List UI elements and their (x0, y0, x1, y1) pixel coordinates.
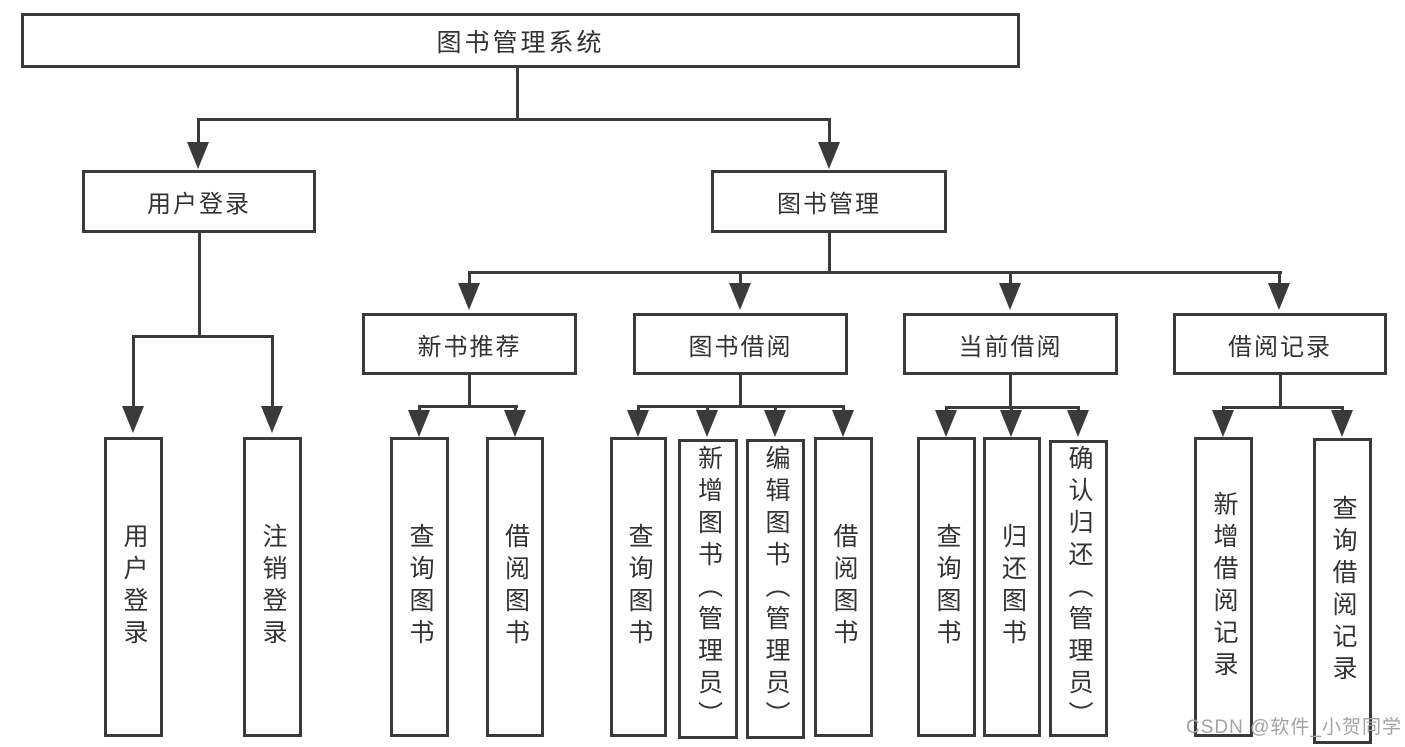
arrow-down-icon (1000, 410, 1022, 437)
connector-line (842, 405, 845, 413)
connector-line (637, 405, 845, 408)
csdn-watermark: CSDN @软件_小贺同学 (1186, 717, 1402, 738)
connector-line (271, 335, 274, 407)
arrow-down-icon (1331, 410, 1353, 437)
leaf-add-book-admin: 新增图书（管理员） (678, 439, 738, 739)
arrow-down-icon (122, 406, 144, 433)
connector-line (1341, 406, 1344, 413)
connector-line (1279, 375, 1282, 409)
leaf-query-borrow-record: 查询借阅记录 (1313, 438, 1372, 744)
connector-line (828, 118, 831, 144)
node-label: 查询借阅记录 (1329, 495, 1357, 687)
leaf-return-book: 归还图书 (983, 437, 1041, 737)
arrow-down-icon (935, 410, 957, 437)
connector-line (1222, 406, 1344, 409)
node-label: 借阅图书 (830, 523, 858, 651)
arrow-down-icon (408, 410, 430, 437)
connector-line (774, 405, 777, 413)
arrow-down-icon (729, 283, 751, 310)
connector-line (739, 271, 742, 284)
arrow-down-icon (999, 283, 1021, 310)
leaf-add-borrow-record: 新增借阅记录 (1194, 437, 1253, 737)
leaf-user-login: 用户登录 (104, 437, 163, 737)
connector-line (637, 405, 640, 413)
node-borrowing-records: 借阅记录 (1173, 313, 1387, 375)
arrow-down-icon (1212, 410, 1234, 437)
connector-line (468, 271, 1282, 274)
connector-line (132, 335, 274, 338)
node-user-login: 用户登录 (82, 170, 316, 233)
node-label: 借阅记录 (1228, 333, 1332, 361)
arrow-down-icon (1067, 410, 1089, 437)
leaf-query-books-current: 查询图书 (917, 437, 976, 737)
connector-line (1278, 271, 1281, 284)
node-new-book-recommendation: 新书推荐 (362, 313, 577, 375)
arrow-down-icon (504, 410, 526, 437)
node-label: 图书借阅 (688, 333, 793, 361)
connector-line (739, 375, 742, 408)
connector-line (468, 375, 471, 408)
node-label: 查询图书 (406, 523, 434, 651)
node-label: 新增图书（管理员） (694, 445, 723, 733)
arrow-down-icon (764, 410, 786, 437)
leaf-borrow-books-recommend: 借阅图书 (486, 437, 544, 737)
connector-line (828, 232, 831, 274)
connector-line (1009, 375, 1012, 409)
arrow-down-icon (832, 410, 854, 437)
node-label: 新增借阅记录 (1210, 491, 1238, 683)
leaf-query-books-borrowing: 查询图书 (610, 437, 667, 737)
arrow-down-icon (818, 142, 840, 169)
connector-line (1010, 406, 1013, 413)
connector-line (418, 405, 421, 413)
node-label: 用户登录 (147, 191, 251, 218)
node-label: 查询图书 (625, 523, 653, 651)
arrow-down-icon (458, 283, 480, 310)
connector-line (198, 232, 201, 338)
node-library-management-system: 图书管理系统 (21, 13, 1020, 68)
arrow-down-icon (627, 410, 649, 437)
connector-line (1222, 406, 1225, 413)
connector-line (418, 405, 518, 408)
leaf-edit-book-admin: 编辑图书（管理员） (746, 439, 805, 739)
node-label: 查询图书 (933, 523, 961, 651)
node-label: 用户登录 (120, 523, 148, 651)
node-label: 图书管理 (777, 191, 881, 218)
arrow-down-icon (696, 410, 718, 437)
connector-line (132, 335, 135, 407)
connector-line (706, 405, 709, 413)
node-label: 借阅图书 (501, 523, 530, 651)
connector-line (1009, 271, 1012, 284)
leaf-borrow-books-borrowing: 借阅图书 (814, 437, 873, 737)
node-label: 图书管理系统 (436, 28, 605, 57)
connector-line (945, 406, 948, 413)
arrow-down-icon (1268, 283, 1290, 310)
node-label: 归还图书 (998, 523, 1027, 651)
leaf-logout: 注销登录 (243, 437, 302, 737)
leaf-query-books-recommend: 查询图书 (390, 437, 449, 737)
node-label: 新书推荐 (417, 333, 522, 361)
connector-line (468, 271, 471, 284)
arrow-down-icon (187, 142, 209, 169)
node-label: 当前借阅 (958, 333, 1063, 361)
connector-line (197, 118, 200, 144)
node-book-management: 图书管理 (711, 170, 947, 233)
node-current-borrowing: 当前借阅 (903, 313, 1118, 375)
connector-line (514, 405, 517, 413)
node-book-borrowing: 图书借阅 (633, 313, 848, 375)
arrow-down-icon (261, 406, 283, 433)
node-label: 注销登录 (259, 523, 287, 651)
leaf-confirm-return-admin: 确认归还（管理员） (1049, 440, 1108, 737)
connector-line (197, 118, 831, 121)
connector-line (516, 68, 519, 121)
node-label: 编辑图书（管理员） (762, 445, 790, 733)
connector-line (1077, 406, 1080, 413)
node-label: 确认归还（管理员） (1065, 444, 1093, 733)
